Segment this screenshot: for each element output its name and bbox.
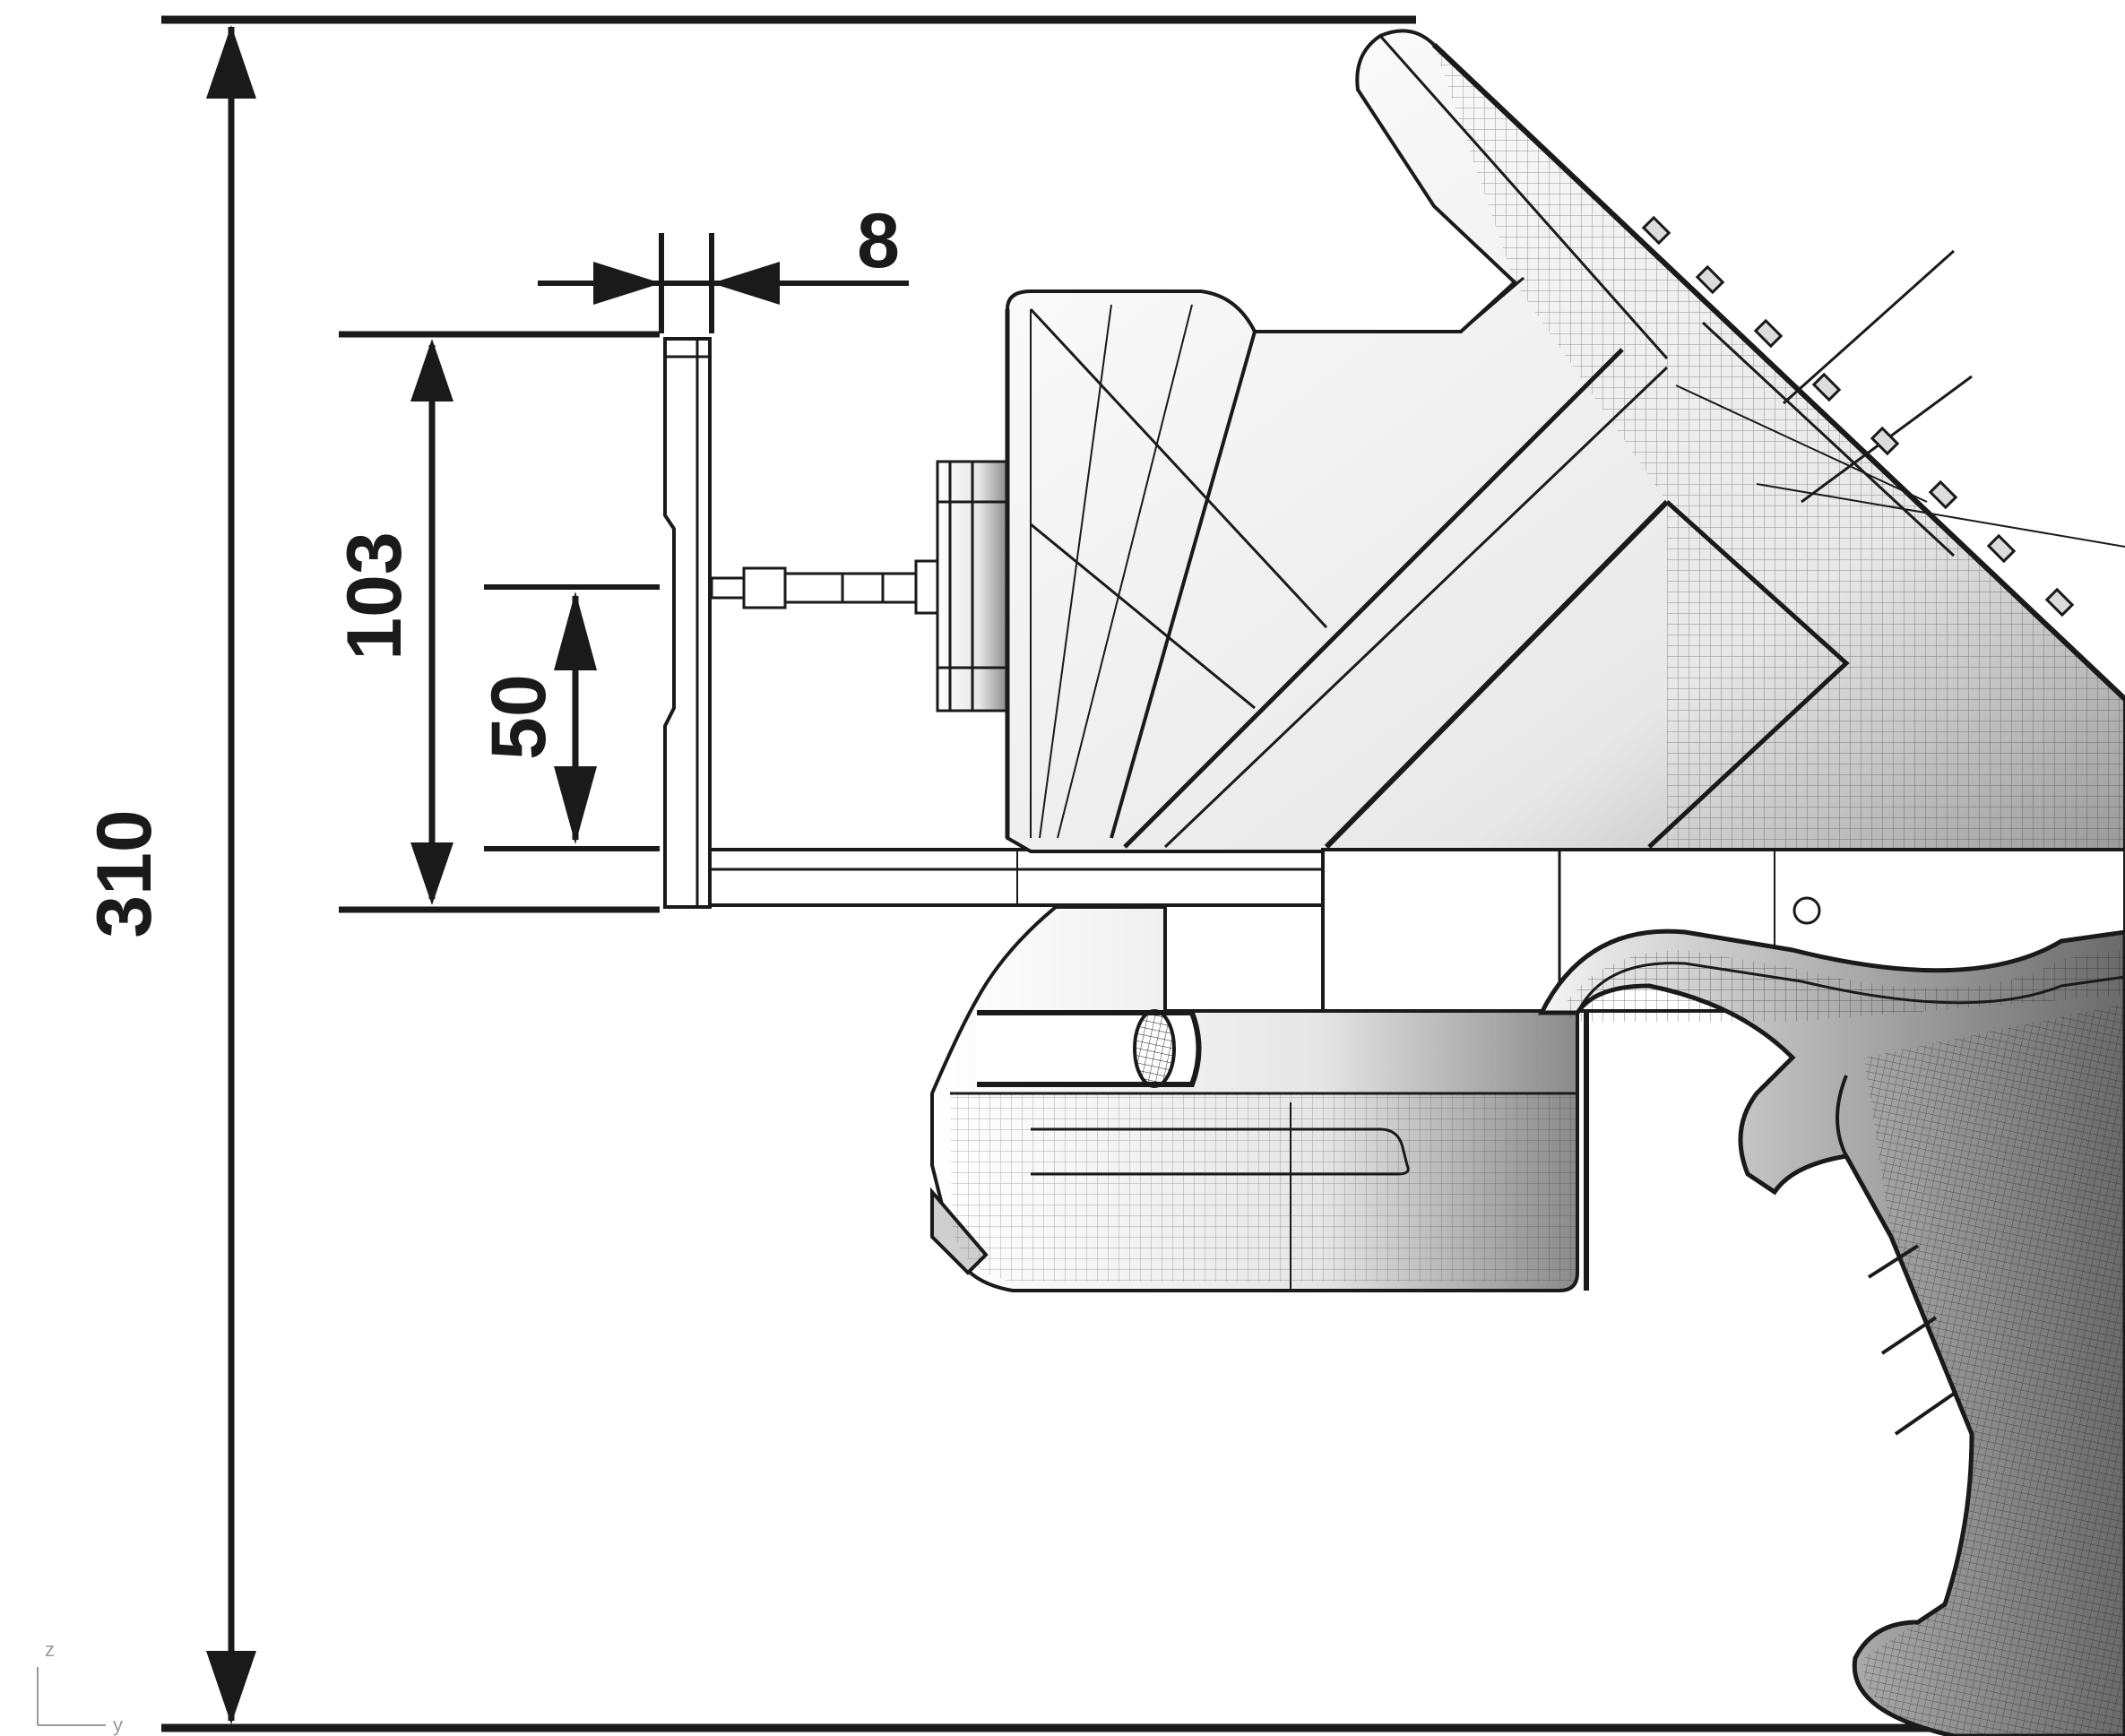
dimension-overall-height [161, 15, 2125, 1732]
head-mesh [1434, 45, 2125, 851]
dimension-label-103: 103 [332, 531, 418, 661]
axis-triad [37, 1667, 106, 1726]
dimension-label-50: 50 [476, 674, 562, 760]
grip-ridges [1867, 1244, 1956, 1436]
dimension-gap-width [538, 233, 909, 333]
dimension-label-8: 8 [857, 198, 900, 284]
dimension-probe-offset [484, 584, 660, 851]
dimension-label-310: 310 [82, 809, 168, 938]
axis-y-label: y [113, 1714, 123, 1736]
probe-stylus [710, 460, 1009, 713]
head-buttons [1641, 215, 2075, 618]
dimension-plate-height [339, 331, 660, 913]
grip-mesh [1559, 950, 2125, 1736]
battery-mesh [950, 1093, 1577, 1282]
axis-z-label: z [45, 1638, 55, 1661]
